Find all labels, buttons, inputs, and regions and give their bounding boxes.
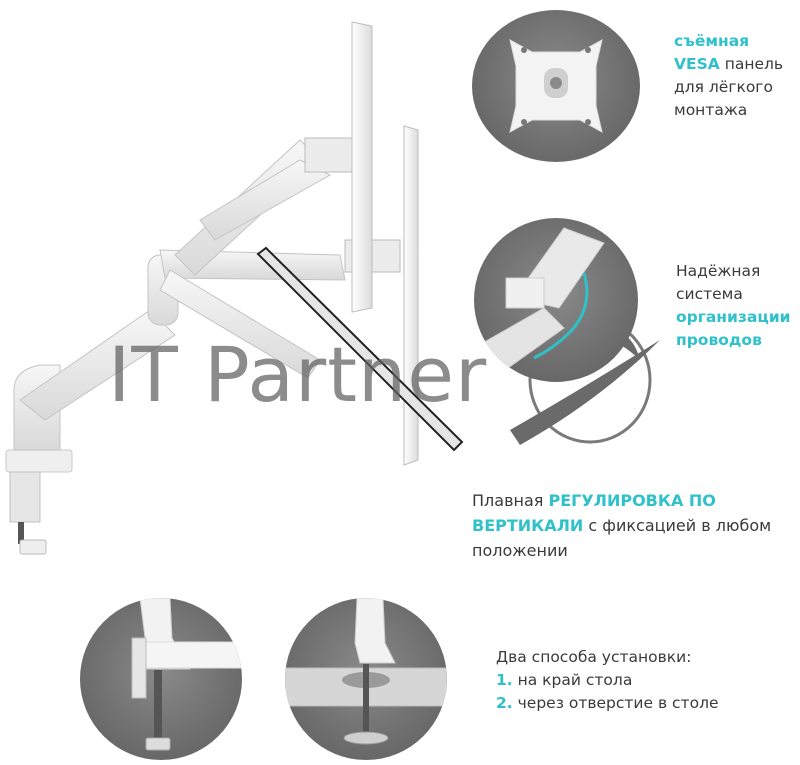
cable-plain-text: Надёжная система: [676, 262, 761, 303]
watermark-text: IT Partner: [108, 330, 488, 419]
mounting-option-2: 2. через отверстие в столе: [496, 692, 786, 715]
cable-management-detail: [474, 218, 638, 382]
option-number: 2.: [496, 694, 513, 712]
vesa-accent-text: съёмная VESA: [674, 32, 750, 73]
mounting-option-1: 1. на край стола: [496, 669, 786, 692]
vesa-feature-caption: съёмная VESA панель для лёгкого монтажа: [674, 30, 794, 122]
cable-channel-icon: [474, 227, 605, 379]
option-text: на край стола: [517, 671, 633, 689]
vesa-rest-text: панель для лёгкого монтажа: [674, 55, 784, 119]
vesa-plate-icon: [509, 39, 603, 133]
vesa-plate-detail: [472, 10, 640, 162]
desk-hole-detail: [285, 598, 447, 760]
vertical-accent-text: РЕГУЛИРОВКА ПО ВЕРТИКАЛИ: [472, 491, 716, 535]
clamp-mount-icon: [131, 598, 242, 751]
cable-feature-caption: Надёжная система организации проводов: [676, 260, 798, 352]
vertical-plain-after: с фиксацией в любом положении: [472, 516, 772, 560]
mounting-title: Два способа установки:: [496, 648, 692, 666]
grommet-mount-icon: [285, 598, 447, 745]
cable-accent-text: организации проводов: [676, 308, 791, 349]
edge-clamp-detail: [80, 598, 242, 760]
monitor-arm-illustration: [5, 21, 464, 555]
option-number: 1.: [496, 671, 513, 689]
mounting-options: Два способа установки: 1. на край стола …: [496, 646, 786, 715]
vertical-plain-before: Плавная: [472, 491, 544, 510]
vertical-feature-caption: Плавная РЕГУЛИРОВКА ПО ВЕРТИКАЛИ с фикса…: [472, 488, 772, 563]
option-text: через отверстие в столе: [517, 694, 719, 712]
